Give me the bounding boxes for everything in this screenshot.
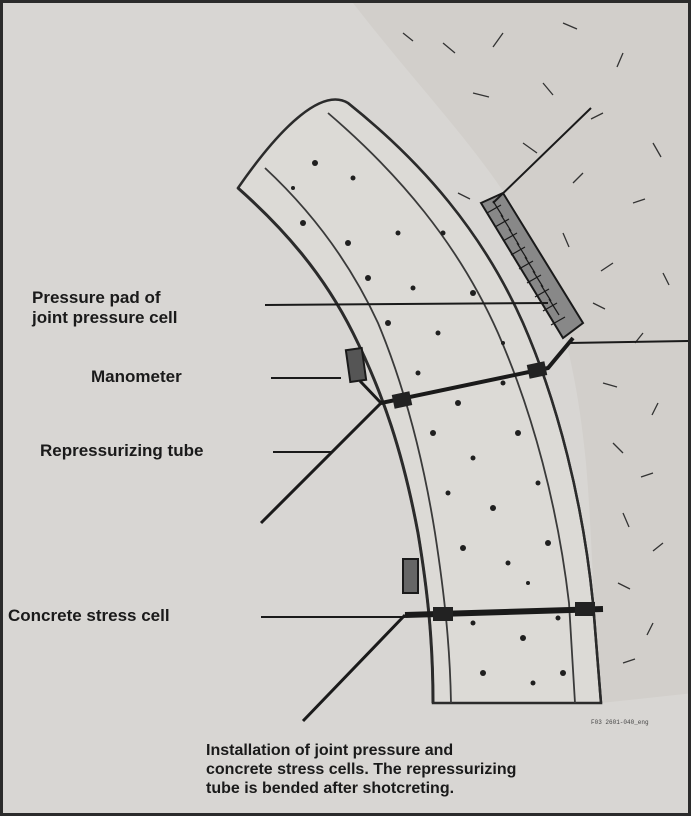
repressurizing-tube-line [261,403,381,523]
label-repressurizing-tube: Repressurizing tube [40,441,203,461]
figure-caption: Installation of joint pressure and concr… [206,741,686,798]
manometer-device [346,348,366,382]
label-pressure-pad: Pressure pad of joint pressure cell [32,288,178,328]
label-concrete-stress-cell: Concrete stress cell [8,606,170,626]
stress-cell-tube [303,615,405,721]
label-manometer: Manometer [91,367,182,387]
figure-id: F03 2601-040_eng [591,719,649,726]
stress-cell-device [403,559,418,593]
tunnel-lining-diagram [3,3,691,816]
